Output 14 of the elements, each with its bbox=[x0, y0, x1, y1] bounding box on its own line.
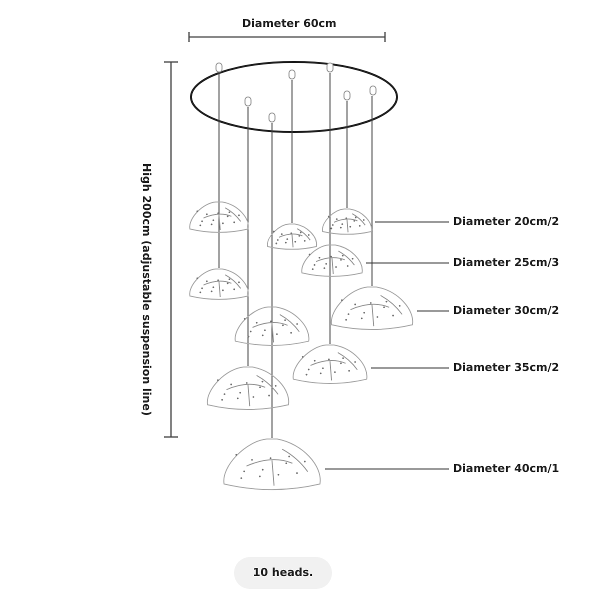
lamp-shade-drawing bbox=[321, 208, 373, 237]
dimension-label: Diameter 20cm/2 bbox=[453, 215, 560, 228]
leader-line bbox=[416, 310, 450, 312]
leader-line bbox=[366, 262, 450, 264]
dimension-label: Diameter 25cm/3 bbox=[453, 256, 560, 269]
dimension-label: Diameter 35cm/2 bbox=[453, 361, 560, 374]
lamp-shade-drawing bbox=[291, 344, 369, 387]
dimension-label: Diameter 40cm/1 bbox=[453, 462, 560, 475]
leader-line bbox=[324, 468, 450, 470]
dimension-label: Diameter 60cm bbox=[242, 17, 337, 30]
dimension-label: High 200cm (adjustable suspension line) bbox=[140, 163, 153, 416]
dimension-label: Diameter 30cm/2 bbox=[453, 304, 560, 317]
info-badge: 10 heads. bbox=[234, 557, 332, 589]
lamp-shade-drawing bbox=[300, 244, 364, 280]
